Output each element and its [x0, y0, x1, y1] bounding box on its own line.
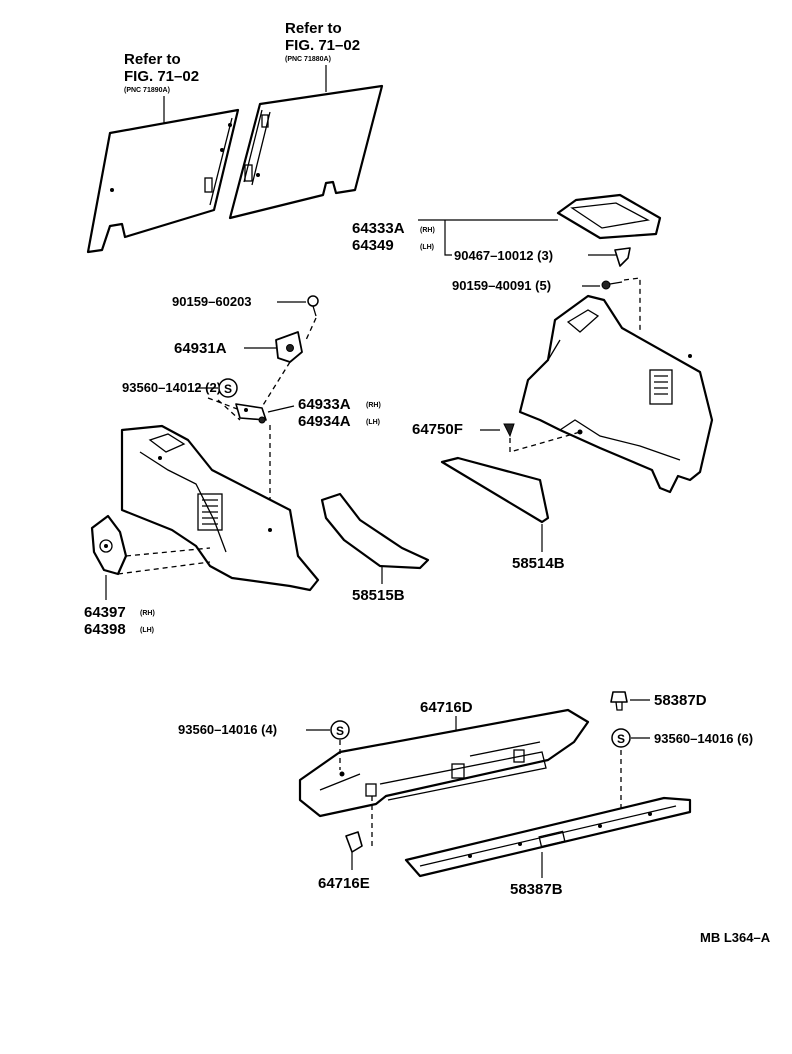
label-58387b: 58387B	[510, 881, 563, 898]
label-64931a: 64931A	[174, 340, 227, 357]
label-lh-2: (LH)	[366, 419, 380, 426]
left-quarter-trim	[120, 424, 320, 592]
refer-left-line3: (PNC 71890A)	[124, 87, 170, 94]
clip-64716e-icon	[345, 831, 363, 853]
s-mark-3: S	[617, 732, 625, 746]
s-mark-2: S	[336, 724, 344, 738]
label-58387d: 58387D	[654, 692, 707, 709]
label-64397: 64397	[84, 604, 126, 621]
cover-64333a	[556, 193, 662, 240]
label-64933a: 64933A	[298, 396, 351, 413]
label-64716d: 64716D	[420, 699, 473, 716]
label-58514b: 58514B	[512, 555, 565, 572]
scuff-plate-58387b	[404, 796, 692, 878]
label-64716e: 64716E	[318, 875, 370, 892]
bracket-64931a	[275, 331, 303, 363]
label-64750f: 64750F	[412, 421, 463, 438]
screw-s-mark-2-icon: S	[330, 720, 350, 740]
panel-58514b	[440, 456, 550, 524]
label-93560-14012: 93560–14012 (2)	[122, 380, 221, 395]
label-rh-2: (RH)	[366, 402, 381, 409]
label-90467-10012: 90467–10012 (3)	[454, 248, 553, 263]
bracket-64933a	[235, 403, 267, 424]
speaker-bracket-64397	[90, 514, 128, 576]
label-lh-1: (LH)	[420, 244, 434, 251]
label-lh-3: (LH)	[140, 627, 154, 634]
refer-left-line1: Refer to	[124, 51, 181, 68]
right-quarter-trim	[518, 294, 714, 494]
refer-right-line1: Refer to	[285, 20, 342, 37]
label-64349: 64349	[352, 237, 394, 254]
label-64934a: 64934A	[298, 413, 351, 430]
panel-58515b	[320, 492, 430, 570]
label-90159-60203: 90159–60203	[172, 294, 252, 309]
screw-90159-40091-icon	[601, 280, 623, 290]
drawing-id: MB L364–A	[700, 930, 771, 945]
refer-right-line2: FIG. 71–02	[285, 37, 360, 54]
label-rh-3: (RH)	[140, 610, 155, 617]
clip-58387d-icon	[610, 691, 628, 711]
screw-s-mark-1-icon: S	[218, 378, 238, 398]
label-64398: 64398	[84, 621, 126, 638]
refer-right-line3: (PNC 71880A)	[285, 56, 331, 63]
clip-64750f-icon	[503, 423, 515, 438]
label-64333a: 64333A	[352, 220, 405, 237]
screw-s-mark-3-icon: S	[611, 728, 631, 748]
s-mark-1: S	[224, 382, 232, 396]
right-trim-board	[228, 84, 384, 220]
rear-trim-64716d	[298, 708, 590, 818]
label-93560-14016-4: 93560–14016 (4)	[178, 722, 277, 737]
left-trim-board	[86, 108, 240, 254]
clip-90467-icon	[614, 247, 631, 267]
label-90159-40091: 90159–40091 (5)	[452, 278, 551, 293]
refer-left-line2: FIG. 71–02	[124, 68, 199, 85]
label-93560-14016-6: 93560–14016 (6)	[654, 731, 753, 746]
screw-90159-60203-icon	[307, 295, 319, 317]
label-rh-1: (RH)	[420, 227, 435, 234]
label-58515b: 58515B	[352, 587, 405, 604]
